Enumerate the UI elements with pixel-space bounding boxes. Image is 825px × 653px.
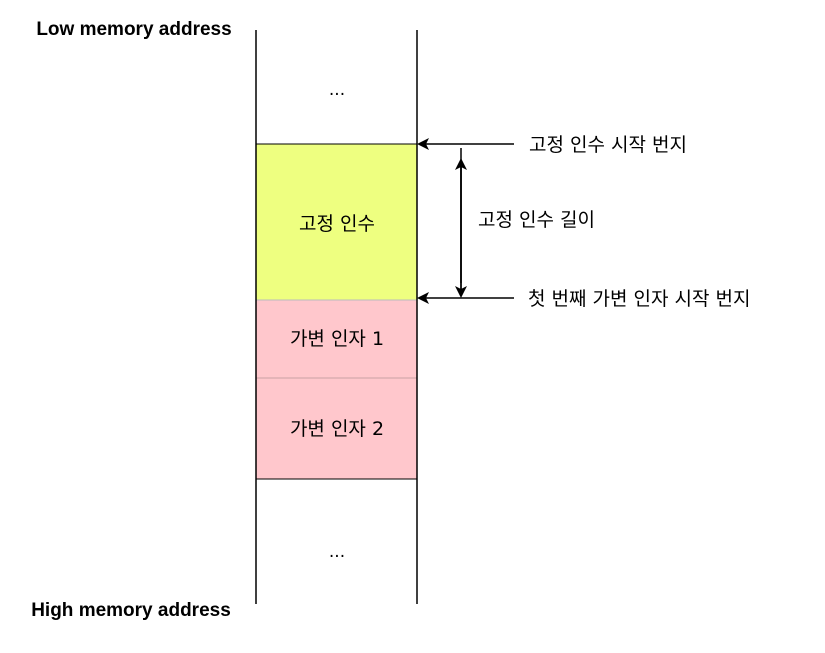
fixed-args-block (255, 143, 418, 301)
fixed-args-label: 고정 인수 (299, 213, 375, 235)
high-memory-address-label: High memory address (31, 600, 231, 621)
var-start-label: 첫 번째 가변 인자 시작 번지 (528, 288, 750, 310)
low-memory-address-label: Low memory address (36, 19, 231, 40)
fixed-start-label: 고정 인수 시작 번지 (529, 134, 687, 156)
var-arg-1-block (255, 299, 418, 379)
bottom-ellipsis: ... (329, 542, 345, 562)
top-ellipsis: ... (329, 80, 345, 100)
fixed-length-label: 고정 인수 길이 (478, 209, 595, 231)
var-arg-1-label: 가변 인자 1 (290, 328, 384, 350)
var-arg-2-label: 가변 인자 2 (290, 418, 384, 440)
